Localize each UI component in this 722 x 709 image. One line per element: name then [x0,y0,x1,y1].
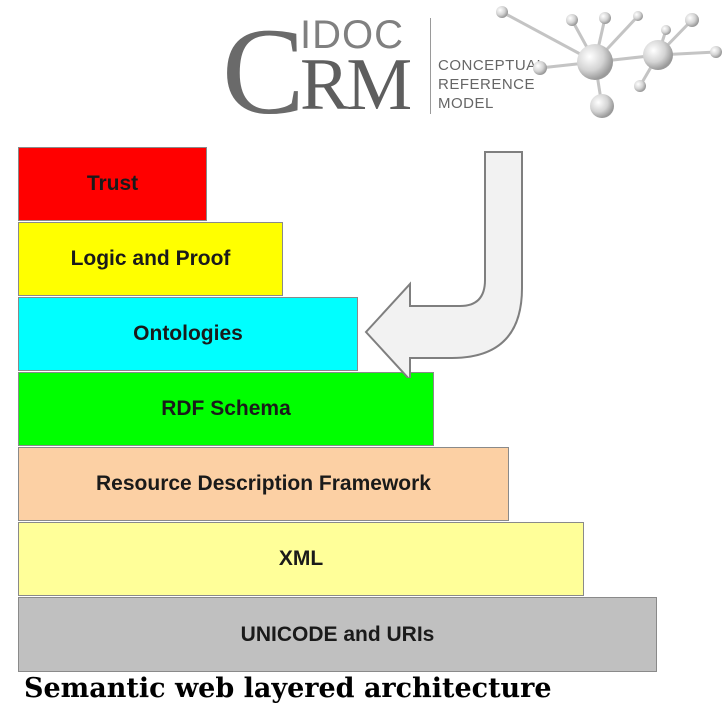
layer-xml: XML [18,522,584,596]
layer-ontologies: Ontologies [18,297,358,371]
logo-divider [430,18,431,114]
layer-rdf-schema: RDF Schema [18,372,434,446]
logo-rm-text: RM [300,44,412,126]
logo-idoc-text: IDOC [300,13,404,57]
logo-tagline-line-3: MODEL [438,95,494,112]
layer-label: RDF Schema [161,397,291,420]
layer-trust: Trust [18,147,207,221]
layer-unicode-and-uris: UNICODE and URIs [18,597,657,672]
curved-arrow-icon [364,151,523,378]
diagram-caption: Semantic web layered architecture [24,673,552,704]
layer-logic-and-proof: Logic and Proof [18,222,283,296]
logo-tagline-line-2: REFERENCE [438,76,536,93]
cidoc-crm-logo: C IDOC RM CONCEPTUAL REFERENCE MODEL [0,0,722,134]
layer-label: UNICODE and URIs [240,622,435,646]
layer-resource-description-framework: Resource Description Framework [18,447,509,521]
logo-tagline-line-1: CONCEPTUAL [438,57,546,74]
molecule-network-icon [496,6,722,118]
layer-label: Resource Description Framework [96,472,431,495]
logo-tagline: CONCEPTUAL REFERENCE MODEL [438,56,546,113]
layer-label: Logic and Proof [70,247,231,270]
layer-label: XML [278,547,324,570]
logo-letter-c: C [222,3,305,140]
layer-label: Ontologies [133,322,243,345]
layer-label: Trust [86,172,139,195]
